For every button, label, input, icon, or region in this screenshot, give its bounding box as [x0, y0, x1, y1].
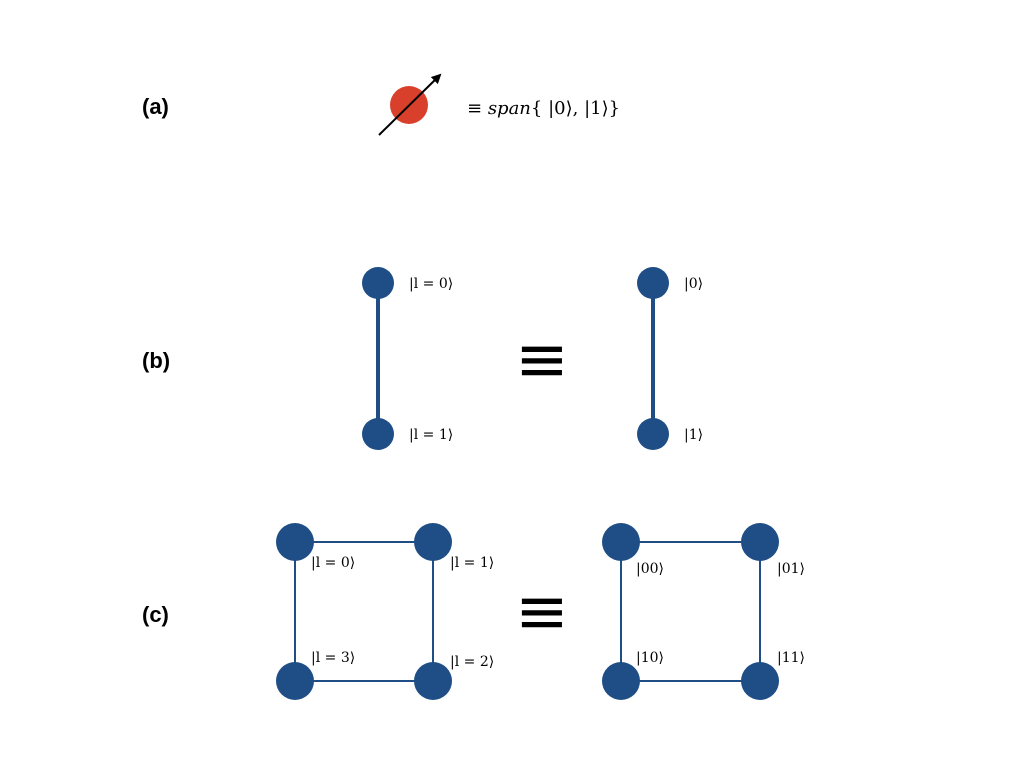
span-set: { |0⟩, |1⟩} — [531, 98, 620, 119]
label-c-left-tl: |l = 0⟩ — [311, 555, 355, 571]
label-c-right-br: |11⟩ — [777, 650, 805, 666]
node-b-right-top — [637, 267, 669, 299]
panel-a-label: (a) — [142, 94, 169, 119]
label-b-right-bottom: |1⟩ — [684, 427, 703, 443]
label-c-right-bl: |10⟩ — [636, 650, 664, 666]
node-c-right-bl — [602, 662, 640, 700]
node-c-left-tr — [414, 523, 452, 561]
node-b-left-top — [362, 267, 394, 299]
label-b-right-top: |0⟩ — [684, 276, 703, 292]
node-c-left-tl — [276, 523, 314, 561]
panel-c-label: (c) — [142, 602, 169, 627]
panel-b-label: (b) — [142, 348, 170, 373]
span-word: span — [488, 98, 531, 119]
label-b-left-bottom: |l = 1⟩ — [409, 427, 453, 443]
label-c-left-bl: |l = 3⟩ — [311, 650, 355, 666]
label-c-right-tr: |01⟩ — [777, 561, 805, 577]
equiv-b: ≡ — [515, 323, 569, 397]
label-b-left-top: |l = 0⟩ — [409, 276, 453, 292]
node-c-right-tl — [602, 523, 640, 561]
equiv-c: ≡ — [515, 575, 569, 649]
span-expression: ≡ span{ |0⟩, |1⟩} — [467, 98, 620, 119]
node-c-right-br — [741, 662, 779, 700]
spin-arrow — [378, 73, 442, 136]
node-b-right-bottom — [637, 418, 669, 450]
label-c-left-br: |l = 2⟩ — [450, 654, 494, 670]
node-c-left-bl — [276, 662, 314, 700]
label-c-left-tr: |l = 1⟩ — [450, 555, 494, 571]
square-right: |00⟩ |01⟩ |10⟩ |11⟩ — [602, 523, 805, 700]
equiv-prefix: ≡ — [467, 98, 488, 119]
node-b-left-bottom — [362, 418, 394, 450]
label-c-right-tl: |00⟩ — [636, 561, 664, 577]
node-c-left-br — [414, 662, 452, 700]
node-c-right-tr — [741, 523, 779, 561]
square-left: |l = 0⟩ |l = 1⟩ |l = 3⟩ |l = 2⟩ — [276, 523, 494, 700]
